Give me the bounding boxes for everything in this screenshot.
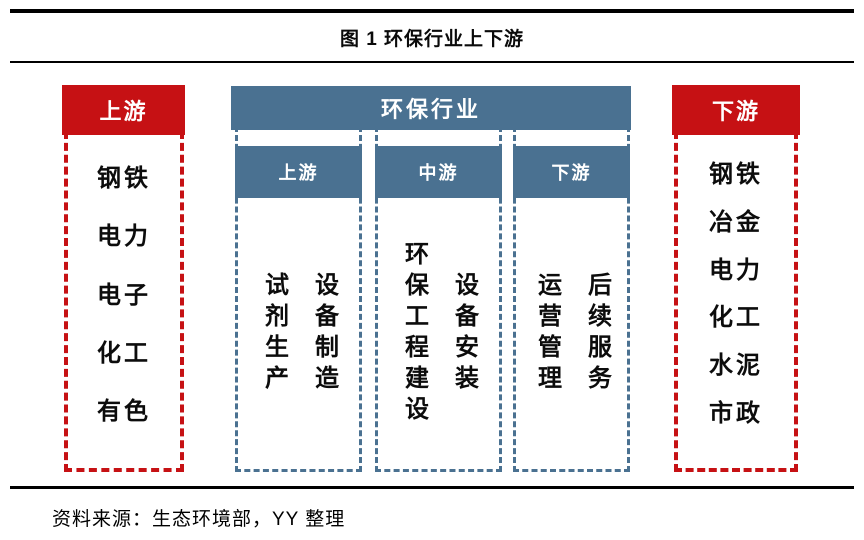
segment-column-downstream: 下游 运营管理 后续服务 [513,126,630,472]
list-item: 钢铁 [709,161,763,188]
bottom-rule [10,486,854,489]
list-item: 电力 [97,223,151,251]
list-item: 冶金 [709,208,763,236]
list-item: 电力 [709,256,763,284]
source-note: 资料来源：生态环境部，YY 整理 [52,509,346,530]
vertical-label: 设备制造 [310,271,338,396]
vertical-label: 环保工程建设 [400,240,428,427]
vertical-label: 后续服务 [583,271,611,396]
segment-body: 试剂生产 设备制造 [238,198,359,469]
vertical-label: 试剂生产 [260,271,288,396]
downstream-panel-header: 下游 [672,85,800,135]
vertical-label: 设备安装 [450,271,478,396]
segment-header-downstream: 下游 [513,146,630,198]
title-rule [10,61,854,63]
figure-title: 图 1 环保行业上下游 [339,29,525,50]
top-rule [10,9,854,13]
downstream-panel-list: 钢铁 冶金 电力 化工 水泥 市政 [674,131,798,472]
list-item: 市政 [709,399,763,427]
segment-column-midstream: 中游 环保工程建设 设备安装 [375,126,502,472]
segment-header-upstream: 上游 [235,146,362,198]
list-item: 有色 [97,398,151,425]
list-item: 水泥 [709,352,763,380]
segment-column-upstream: 上游 试剂生产 设备制造 [235,126,362,472]
list-item: 化工 [709,304,763,332]
segment-body: 环保工程建设 设备安装 [378,198,499,469]
list-item: 化工 [97,339,151,367]
list-item: 电子 [97,281,151,309]
segment-header-midstream: 中游 [375,146,502,198]
segment-body: 运营管理 后续服务 [516,198,627,469]
upstream-panel-list: 钢铁 电力 电子 化工 有色 [64,131,184,472]
vertical-label: 运营管理 [533,271,561,396]
industry-section-header: 环保行业 [231,86,631,130]
upstream-panel-header: 上游 [62,85,185,135]
list-item: 钢铁 [97,165,151,192]
